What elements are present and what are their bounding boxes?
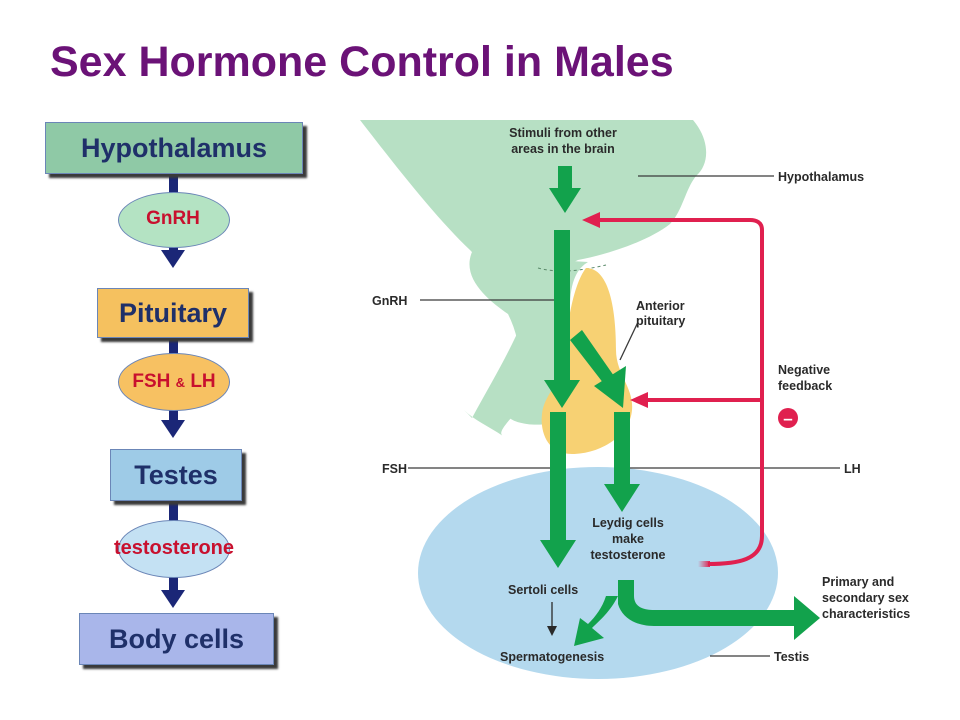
- leydig-label-line2: make: [612, 532, 644, 546]
- green-arrow-characteristics: [618, 580, 820, 640]
- green-arrow-shaft: [550, 412, 566, 542]
- hypothalamus-box: Hypothalamus: [45, 122, 303, 174]
- green-arrow-head: [540, 540, 576, 568]
- gnrh-label: GnRH: [146, 208, 200, 229]
- green-arrow-head: [594, 366, 626, 408]
- stimuli-label-line1: Stimuli from other: [509, 126, 617, 140]
- green-arrow-head: [544, 380, 580, 408]
- fsh-diagram-label: FSH: [382, 462, 407, 476]
- arrow-head: [161, 590, 185, 608]
- testosterone-ellipse: [118, 520, 230, 578]
- hormone-flowchart: Hypothalamus GnRH Pituitary FSH & LH Tes…: [0, 0, 360, 720]
- fsh-text: FSH: [132, 371, 171, 392]
- anterior-label-line2: pituitary: [636, 314, 685, 328]
- minus-sign: –: [783, 409, 792, 428]
- negative-feedback-label-line1: Negative: [778, 363, 830, 377]
- hypothalamus-label: Hypothalamus: [778, 170, 864, 184]
- primary-label-line2: secondary sex: [822, 591, 909, 605]
- spermatogenesis-label: Spermatogenesis: [500, 650, 604, 664]
- stimuli-label-line2: areas in the brain: [511, 142, 615, 156]
- feedback-fade: [698, 561, 710, 567]
- green-arrow-shaft: [554, 230, 570, 382]
- leydig-label-line3: testosterone: [590, 548, 665, 562]
- hormone-anatomy-diagram: – Stimuli from other areas in the brain …: [360, 120, 910, 679]
- lh-diagram-label: LH: [844, 462, 861, 476]
- primary-label-line3: characteristics: [822, 607, 910, 621]
- arrow-head: [161, 420, 185, 438]
- hypothalamus-border-line: [537, 264, 607, 272]
- sertoli-label: Sertoli cells: [508, 583, 578, 597]
- minus-icon: [778, 408, 798, 428]
- testis-tissue: [418, 467, 778, 679]
- arrow-head: [161, 250, 185, 268]
- primary-label-line1: Primary and: [822, 575, 894, 589]
- body-cells-box: Body cells: [79, 613, 274, 665]
- green-arrow-spermatogenesis: [574, 596, 618, 646]
- testosterone-label: testosterone: [113, 537, 235, 559]
- page-title: Sex Hormone Control in Males: [50, 38, 674, 86]
- leydig-label-line1: Leydig cells: [592, 516, 664, 530]
- green-arrow-head: [604, 484, 640, 512]
- feedback-arrowhead-upper: [582, 212, 600, 228]
- green-arrow-shaft: [570, 330, 614, 384]
- green-arrow-shaft: [614, 412, 630, 486]
- sertoli-arrow-head: [547, 626, 557, 636]
- feedback-line-upper: [600, 218, 764, 566]
- testes-box: Testes: [110, 449, 242, 501]
- green-arrow-head: [549, 188, 581, 213]
- green-arrow-shaft: [558, 166, 572, 190]
- fsh-lh-label: FSH & LH: [96, 371, 252, 393]
- negative-feedback-label-line2: feedback: [778, 379, 832, 393]
- gnrh-ellipse: [118, 192, 230, 248]
- leader-line: [619, 321, 639, 361]
- green-hormone-arrows: [540, 166, 820, 646]
- anterior-label-line1: Anterior: [636, 299, 685, 313]
- fsh-lh-ellipse: [118, 353, 230, 411]
- lh-text: LH: [190, 371, 216, 392]
- ampersand-text: &: [175, 375, 186, 390]
- testis-label: Testis: [774, 650, 809, 664]
- feedback-arrowhead-lower: [630, 392, 648, 408]
- pituitary-box: Pituitary: [97, 288, 249, 338]
- gnrh-diagram-label: GnRH: [372, 294, 407, 308]
